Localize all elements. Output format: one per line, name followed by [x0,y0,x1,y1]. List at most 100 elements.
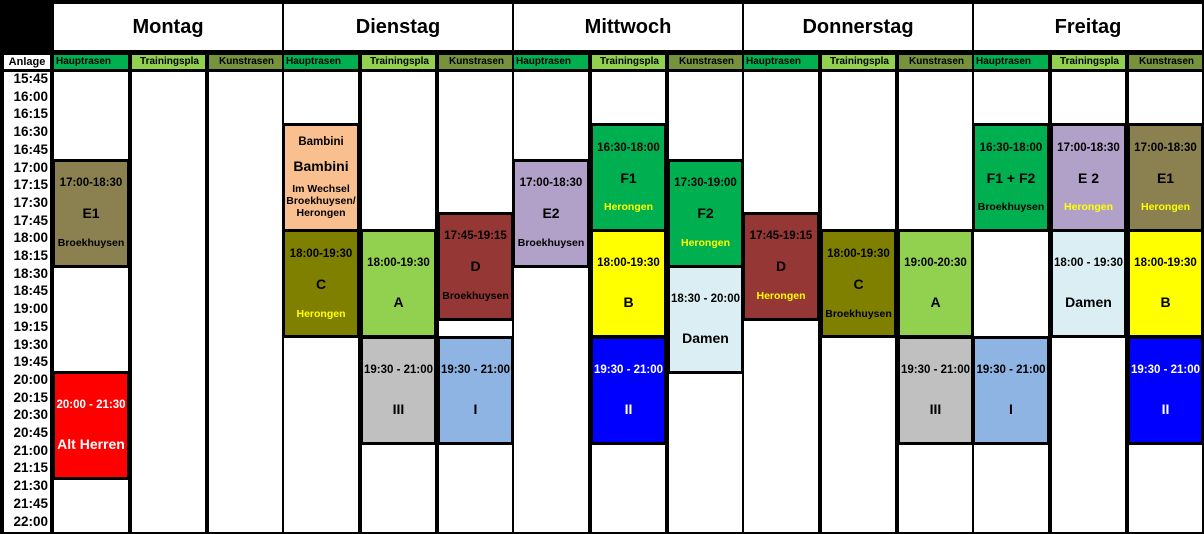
slot-location: Broekhuysen [977,201,1045,214]
field-header-trainingspla: Trainingspla [592,55,665,69]
team-name: A [930,294,941,311]
day-header-montag: Montag [54,4,282,50]
team-name: Bambini [293,157,349,174]
slot-location: Herongen [603,201,653,214]
slot-time: 17:00-18:30 [519,177,583,190]
field-header-hauptrasen: Hauptrasen [974,55,1048,69]
slot-time: 19:30 - 21:00 [900,363,971,376]
day-header-dienstag: Dienstag [284,4,512,50]
field-header-trainingspla: Trainingspla [822,55,895,69]
field-header-kunstrasen: Kunstrasen [439,55,512,69]
time-label: 20:45 [13,425,48,440]
time-column [4,72,50,532]
time-label: 18:00 [13,230,48,246]
time-label: 17:30 [13,194,48,210]
day-header-donnerstag: Donnerstag [744,4,972,50]
time-label: 17:15 [13,177,48,193]
slot-time: 17:45-19:15 [444,230,507,243]
slot-time: 18:30 - 20:00 [670,292,741,305]
time-label: 19:45 [13,354,48,370]
slot-time: 19:30 - 21:00 [363,363,434,376]
time-label: 22:00 [13,513,48,529]
slot-location: Broekhuysen [57,236,125,249]
slot-location: Broekhuysen [442,289,509,302]
team-name: I [473,400,478,417]
slot-time: 19:30 - 21:00 [440,363,511,376]
team-name: II [1161,400,1170,417]
team-name: Alt Herren [57,436,125,453]
time-label: 20:30 [13,407,48,423]
team-name: C [315,275,327,292]
field-header-hauptrasen: Hauptrasen [744,55,818,69]
slot-time: 17:00-18:30 [1057,141,1120,154]
slot-time: 18:00-19:30 [597,257,660,270]
time-label: 21:45 [13,495,48,511]
field-header-hauptrasen: Hauptrasen [514,55,588,69]
team-name: I [1009,400,1013,417]
time-label: 21:30 [13,478,48,494]
time-label: 16:00 [13,88,48,104]
time-label: 16:15 [13,106,48,122]
team-name: E1 [1156,169,1175,186]
slot-time: 17:30-19:00 [674,177,737,190]
slot-time: Bambini [298,135,344,148]
slot-time: 18:00-19:30 [289,248,353,261]
team-name: II [624,400,633,417]
slot-time: 19:30 - 21:00 [593,363,664,376]
team-name: F2 [697,205,714,222]
time-label: 20:00 [13,371,48,387]
team-name: F1 [620,169,637,186]
field-header-kunstrasen: Kunstrasen [1129,55,1202,69]
field-header-trainingspla: Trainingspla [1052,55,1125,69]
day-header-mittwoch: Mittwoch [514,4,742,50]
time-label: 18:45 [13,283,48,299]
team-name: F1 + F2 [986,169,1036,186]
team-name: A [393,294,404,311]
team-name: D [470,258,481,275]
team-name: B [623,294,634,311]
slot-location: Herongen [680,236,730,249]
slot-location: Broekhuysen [517,236,585,249]
slot-time: 18:00 - 19:30 [1053,257,1124,270]
slot-time: 19:30 - 21:00 [976,363,1046,376]
slot-location: Broekhuysen [825,307,892,320]
slot-time: 18:00-19:30 [367,257,430,270]
time-label: 19:15 [13,318,48,334]
field-header-kunstrasen: Kunstrasen [899,55,972,69]
slot-location: Im Wechsel Broekhuysen/ Herongen [286,183,356,220]
field-header-trainingspla: Trainingspla [132,55,205,69]
time-label: 18:30 [13,265,48,281]
time-label: 17:00 [13,159,48,175]
time-label: 16:30 [13,124,48,140]
team-name: III [392,400,405,417]
field-column [209,72,282,532]
time-label: 18:15 [13,248,48,263]
team-name: E 2 [1077,169,1099,186]
team-name: B [1160,294,1171,311]
